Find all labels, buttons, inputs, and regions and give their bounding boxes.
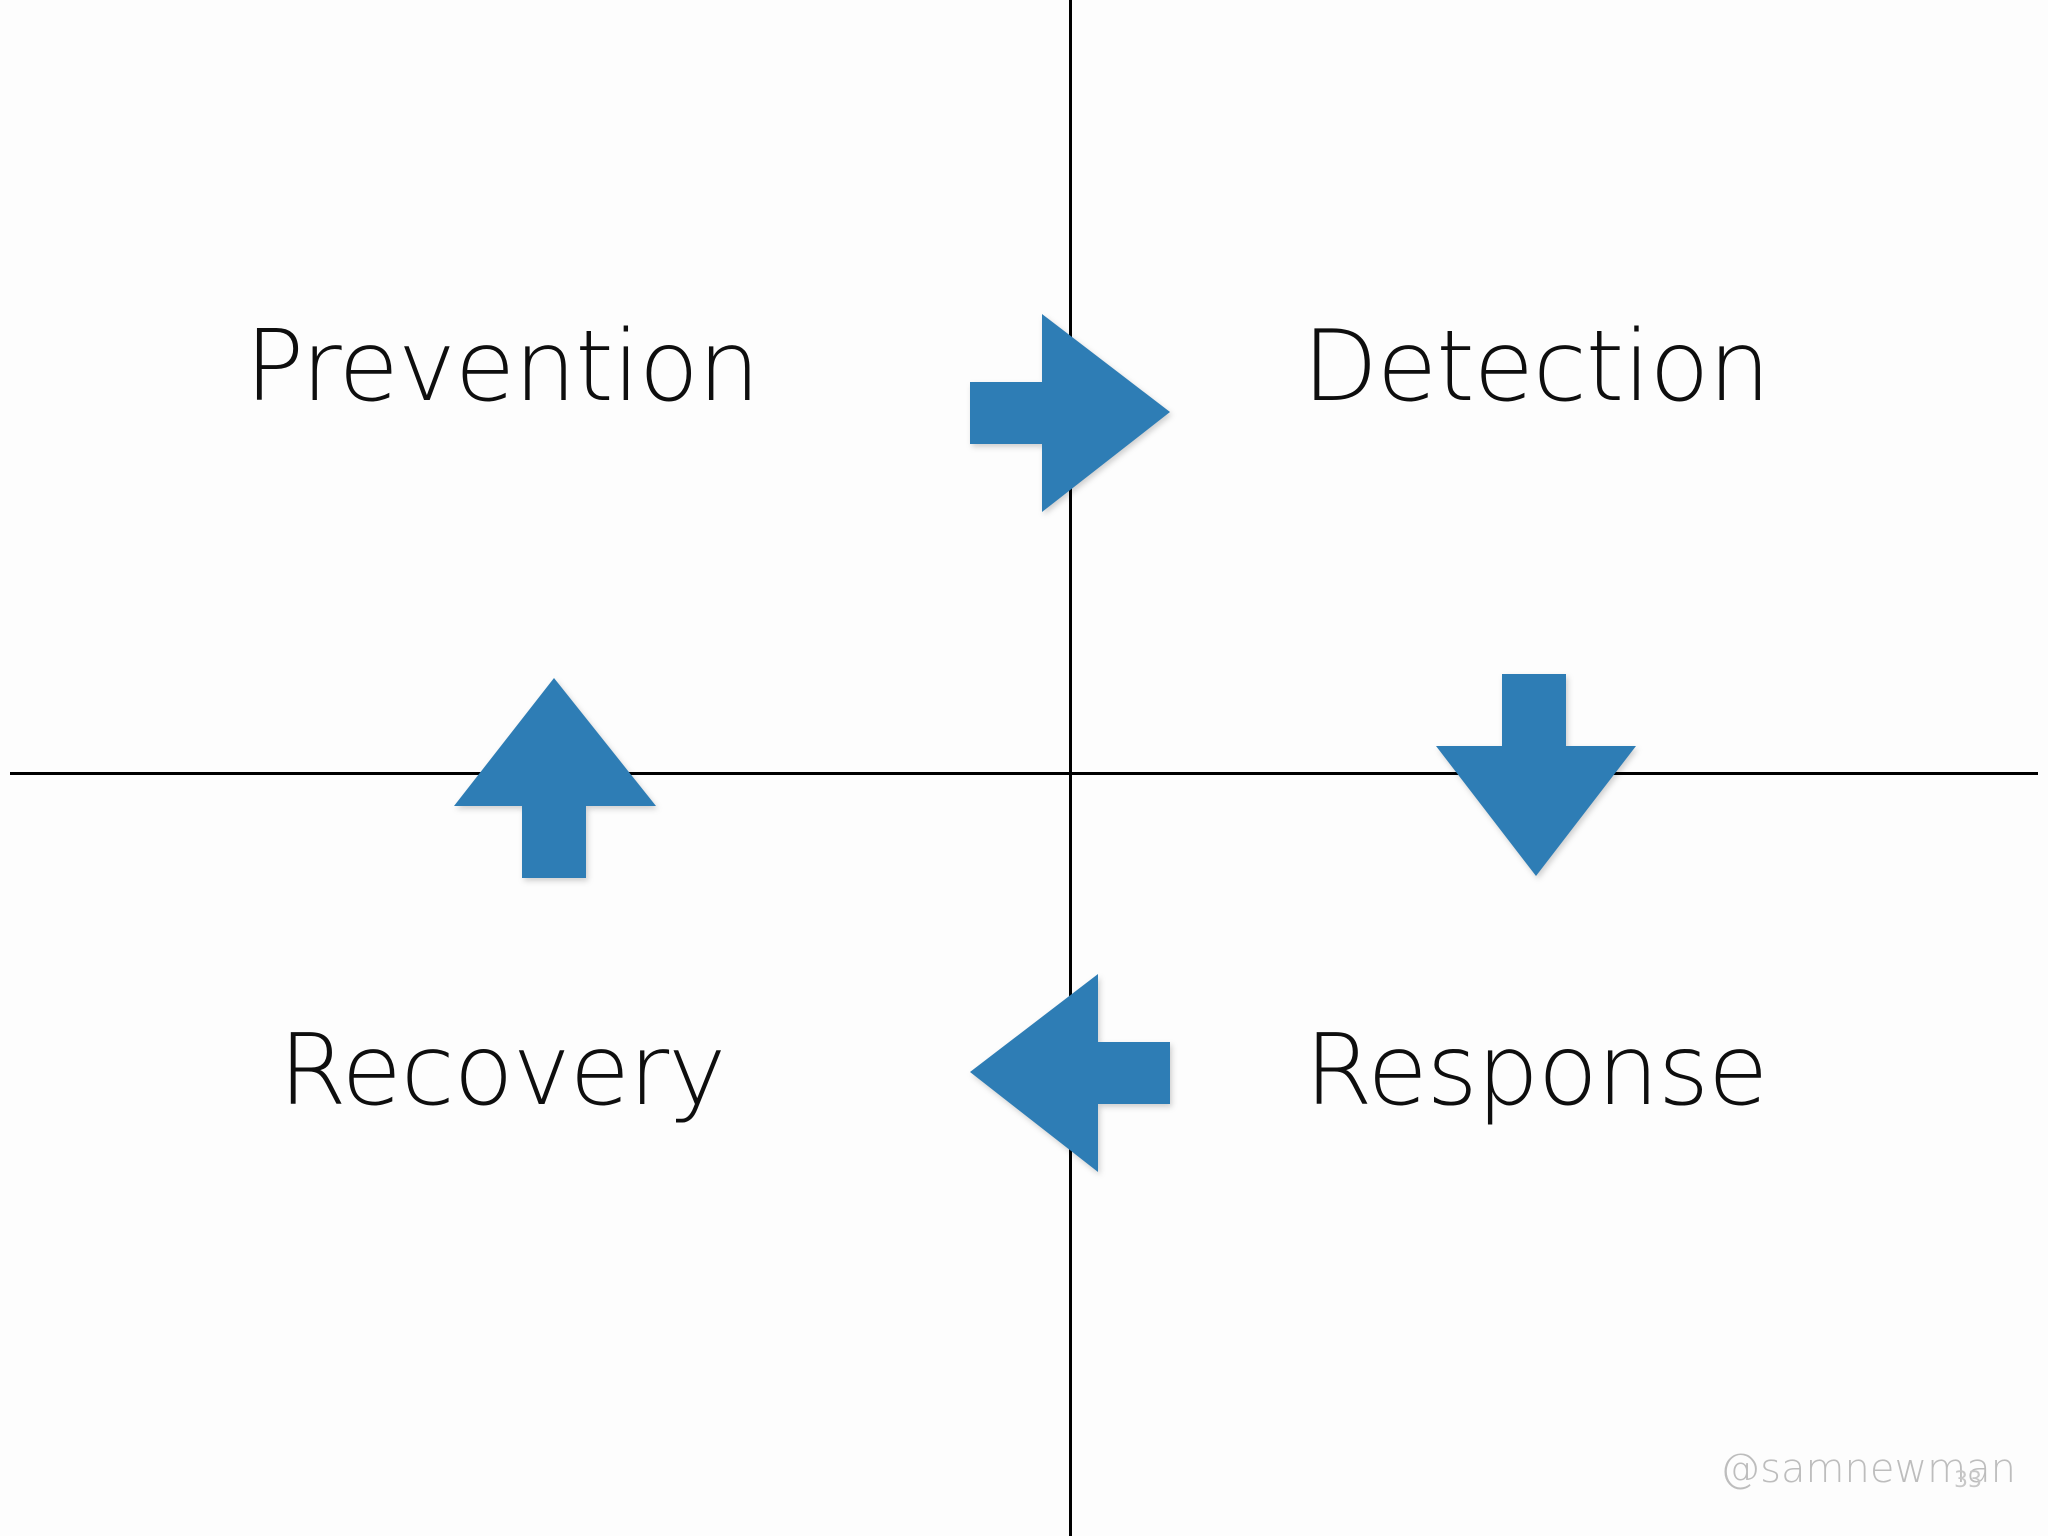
author-handle: @samnewman — [1720, 1446, 2016, 1492]
vertical-axis-line — [1069, 0, 1072, 1536]
horizontal-axis-line — [10, 772, 2038, 775]
quadrant-label-recovery: Recovery — [278, 1014, 726, 1128]
recovery-to-prevention-arrow — [454, 678, 656, 878]
quadrant-label-prevention: Prevention — [245, 310, 760, 424]
slide-number: 33 — [1954, 1468, 1982, 1493]
response-to-recovery-arrow — [970, 974, 1170, 1172]
quadrant-label-detection: Detection — [1302, 310, 1770, 424]
detection-to-response-arrow — [1436, 674, 1636, 876]
quadrant-label-response: Response — [1304, 1014, 1769, 1128]
prevention-to-detection-arrow — [970, 314, 1170, 512]
